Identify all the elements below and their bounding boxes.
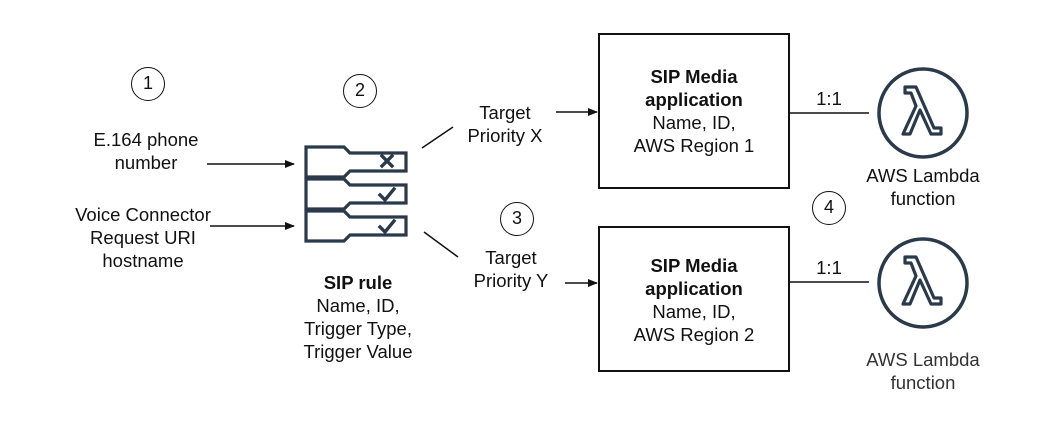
sip-media-app-2: SIP Media application Name, ID, AWS Regi… [598,226,790,372]
sip-rule-icon [304,145,408,243]
line-rule-to-target-x [421,126,454,149]
line-rule-to-target-y [423,231,459,258]
ratio-label-2: 1:1 [816,257,842,278]
step-badge-2: 2 [343,74,377,108]
sip-rule-row-1 [304,145,408,179]
sip-media-app-1: SIP Media application Name, ID, AWS Regi… [598,33,790,189]
check-icon [377,186,397,203]
target-x-label: Target Priority X [467,102,543,146]
sip-rule-title: SIP rule [323,272,393,293]
lambda-icon [877,67,969,159]
step-badge-3: 3 [500,202,534,236]
app-1-title: SIP Media [650,66,738,87]
sip-rule-row-3 [304,209,408,243]
sip-rule-label: SIP rule Name, ID, Trigger Type, Trigger… [268,271,448,363]
sip-rule-row-2 [304,177,408,211]
source-voice-connector-label: Voice Connector Request URI hostname [75,204,211,271]
target-y-label: Target Priority Y [473,247,549,291]
step-badge-4: 4 [812,191,846,225]
check-icon [377,218,397,235]
cross-icon [379,153,395,169]
ratio-label-1: 1:1 [816,88,842,109]
lambda-1-label: AWS Lambda function [866,165,980,209]
source-phone-label: E.164 phone number [93,129,199,173]
lambda-2-label: AWS Lambda function [866,349,980,393]
lambda-icon [877,237,969,329]
app-2-title: SIP Media [650,255,738,276]
step-badge-1: 1 [131,67,165,101]
